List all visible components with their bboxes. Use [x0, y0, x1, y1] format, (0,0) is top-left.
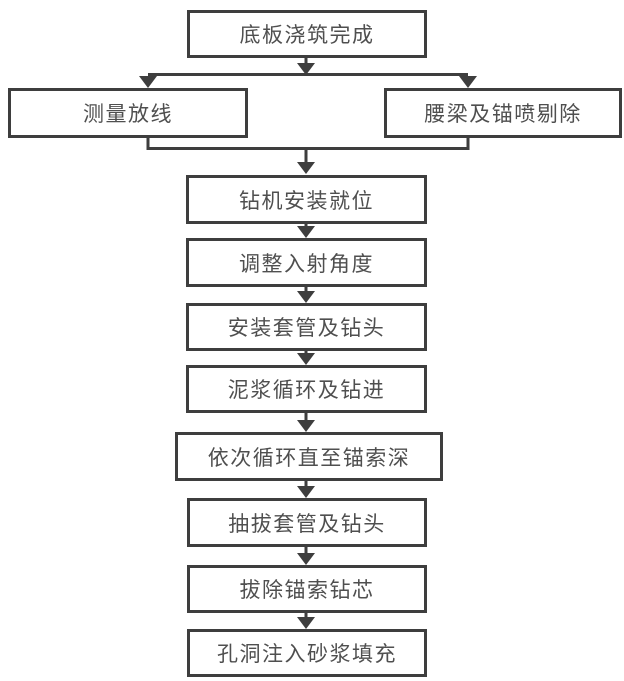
arrowhead: [297, 553, 315, 565]
flow-node-adjust-entry-angle: 调整入射角度: [186, 238, 427, 287]
arrowhead: [297, 291, 315, 303]
arrowhead: [459, 76, 477, 88]
flow-node-remove-anchor-drill-core: 拔除锚索钻芯: [187, 565, 427, 613]
flow-node-install-casing-drill-bit: 安装套管及钻头: [186, 303, 427, 351]
arrowhead: [297, 353, 315, 365]
arrowhead: [297, 420, 315, 432]
flow-node-extract-casing-drill-bit: 抽拔套管及钻头: [187, 498, 427, 547]
arrowhead: [297, 226, 315, 238]
arrowhead: [297, 617, 315, 629]
flow-node-survey-layout: 测量放线: [8, 88, 248, 138]
flow-node-drill-rig-in-place: 钻机安装就位: [186, 175, 427, 224]
flow-node-mud-circulation-drilling: 泥浆循环及钻进: [186, 365, 427, 413]
arrowhead: [297, 486, 315, 498]
arrowhead: [297, 63, 315, 75]
arrowhead: [297, 162, 315, 174]
flow-node-fill-hole-with-mortar: 孔洞注入砂浆填充: [187, 629, 427, 677]
flow-node-waist-beam-anchor-shotcrete-removal: 腰梁及锚喷剔除: [384, 88, 622, 138]
arrowhead: [139, 76, 157, 88]
flow-node-cycle-until-anchor-depth: 依次循环直至锚索深: [175, 432, 443, 481]
flow-node-base-slab-pouring-complete: 底板浇筑完成: [187, 10, 427, 58]
